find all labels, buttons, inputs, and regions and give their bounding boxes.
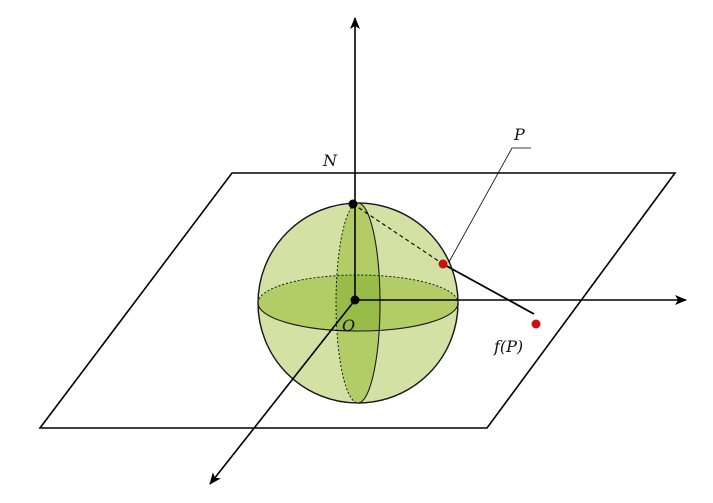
P-leader-line bbox=[448, 147, 531, 263]
projection-plane bbox=[38, 172, 677, 429]
sphere-outline bbox=[257, 202, 459, 404]
equator-front-arc bbox=[257, 302, 459, 332]
meridian-back-arc bbox=[335, 202, 359, 404]
north-pole-point bbox=[348, 199, 358, 209]
projection-ray-P-to-fP bbox=[442, 263, 535, 315]
label-P: P bbox=[513, 125, 525, 144]
depth-axis bbox=[209, 299, 356, 485]
equator-back-arc bbox=[257, 274, 459, 304]
label-fP: f(P) bbox=[493, 337, 523, 356]
point-P bbox=[438, 259, 448, 269]
label-O: O bbox=[342, 316, 355, 335]
origin-point bbox=[350, 295, 360, 305]
point-fP bbox=[531, 319, 541, 329]
label-N: N bbox=[322, 151, 338, 170]
